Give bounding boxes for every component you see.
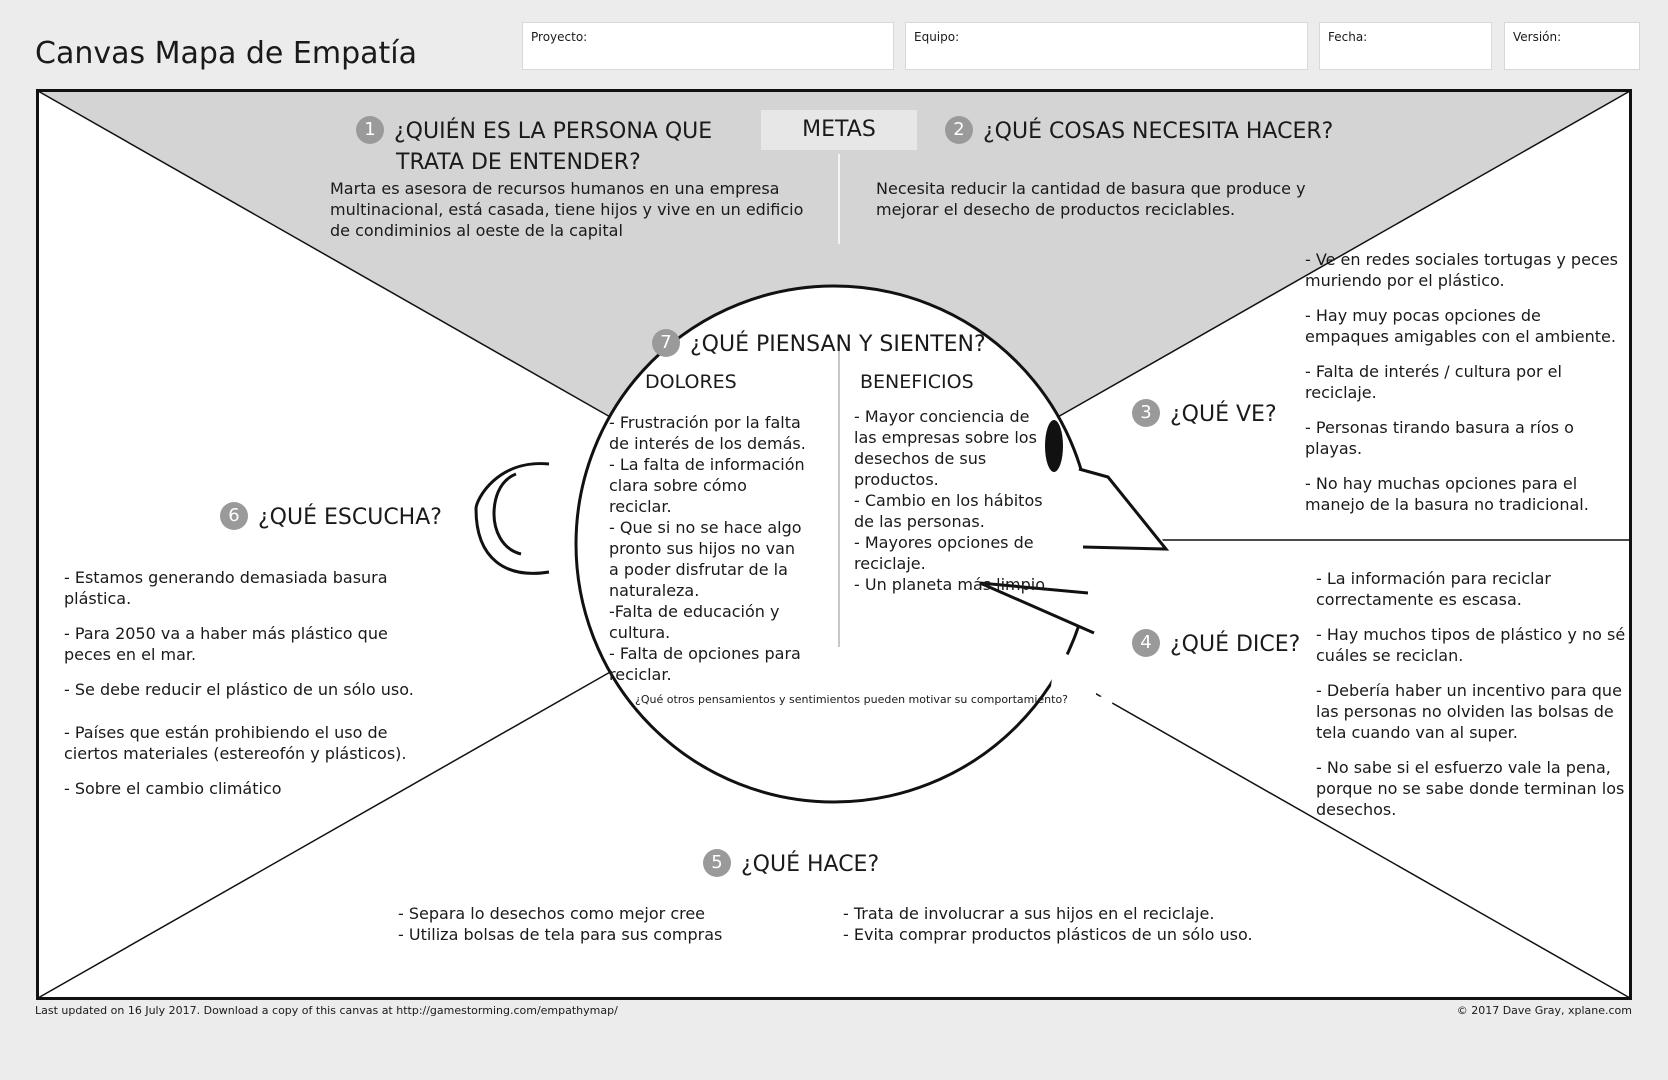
list-item: - Un planeta más limpio. [854,574,1054,595]
section-4-list: - La información para reciclar correctam… [1316,568,1626,834]
list-item: - Frustración por la falta de interés de… [609,412,809,454]
list-item: -Falta de educación y cultura. [609,601,809,643]
section-4-number: 4 [1132,629,1160,657]
page-title: Canvas Mapa de Empatía [35,36,417,71]
proyecto-field[interactable]: Proyecto: [522,22,894,70]
section-4-title-text: ¿QUÉ DICE? [1170,632,1300,657]
section-1-title-line1: ¿QUIÉN ES LA PERSONA QUE [394,119,712,144]
section-3-list: - Ve en redes sociales tortugas y peces … [1305,249,1620,529]
section-5-right-list: - Trata de involucrar a sus hijos en el … [843,903,1283,945]
section-2-title-text: ¿QUÉ COSAS NECESITA HACER? [983,119,1333,144]
section-1-number: 1 [356,116,384,144]
fecha-label: Fecha: [1328,30,1367,44]
metas-label: METAS [761,110,917,150]
equipo-label: Equipo: [914,30,959,44]
thoughts-question: ¿Qué otros pensamientos y sentimientos p… [635,693,1068,706]
list-item: - No sabe si el esfuerzo vale la pena, p… [1316,757,1626,820]
list-item: - Trata de involucrar a sus hijos en el … [843,903,1283,924]
section-2-number: 2 [945,116,973,144]
section-6-list: - Estamos generando demasiada basura plá… [64,567,434,814]
fecha-field[interactable]: Fecha: [1319,22,1492,70]
section-4-title: 4 ¿QUÉ DICE? [1132,630,1300,660]
list-item: - Países que están prohibiendo el uso de… [64,722,434,764]
list-item: - Personas tirando basura a ríos o playa… [1305,417,1620,459]
list-item: - No hay muchas opciones para el manejo … [1305,473,1620,515]
section-5-left-list: - Separa lo desechos como mejor cree - U… [398,903,778,945]
section-5-title-text: ¿QUÉ HACE? [741,852,879,877]
version-field[interactable]: Versión: [1504,22,1640,70]
footer-left: Last updated on 16 July 2017. Download a… [35,1004,618,1017]
list-item: - Mayor conciencia de las empresas sobre… [854,406,1054,490]
section-5-title: 5 ¿QUÉ HACE? [703,850,879,880]
beneficios-heading: BENEFICIOS [860,371,974,393]
section-5-number: 5 [703,849,731,877]
section-1-body: Marta es asesora de recursos humanos en … [330,178,810,241]
list-item: - Sobre el cambio climático [64,778,434,799]
section-3-title-text: ¿QUÉ VE? [1170,402,1277,427]
list-item: - Hay muy pocas opciones de empaques ami… [1305,305,1620,347]
list-item: - Separa lo desechos como mejor cree [398,903,778,924]
section-6-number: 6 [220,502,248,530]
section-3-number: 3 [1132,399,1160,427]
list-item: - La falta de información clara sobre có… [609,454,809,517]
section-1-title: 1 ¿QUIÉN ES LA PERSONA QUE [356,117,712,147]
list-item: - Mayores opciones de reciclaje. [854,532,1054,574]
list-item: - La información para reciclar correctam… [1316,568,1626,610]
list-item: - Que si no se hace algo pronto sus hijo… [609,517,809,601]
list-item: - Evita comprar productos plásticos de u… [843,924,1283,945]
list-item: - Debería haber un incentivo para que la… [1316,680,1626,743]
section-3-title: 3 ¿QUÉ VE? [1132,400,1277,430]
section-6-title-text: ¿QUÉ ESCUCHA? [258,505,442,530]
section-7-title: 7 ¿QUÉ PIENSAN Y SIENTEN? [652,330,986,360]
list-item: - Estamos generando demasiada basura plá… [64,567,434,609]
footer-right: © 2017 Dave Gray, xplane.com [1457,1004,1632,1017]
list-item: - Utiliza bolsas de tela para sus compra… [398,924,778,945]
list-item: - Se debe reducir el plástico de un sólo… [64,679,434,700]
list-item: - Para 2050 va a haber más plástico que … [64,623,434,665]
list-item: - Ve en redes sociales tortugas y peces … [1305,249,1620,291]
section-1-title-line2: TRATA DE ENTENDER? [396,148,641,178]
list-item: - Cambio en los hábitos de las personas. [854,490,1054,532]
section-7-title-text: ¿QUÉ PIENSAN Y SIENTEN? [690,332,986,357]
list-item: - Falta de interés / cultura por el reci… [1305,361,1620,403]
section-7-number: 7 [652,329,680,357]
list-item: - Hay muchos tipos de plástico y no sé c… [1316,624,1626,666]
dolores-heading: DOLORES [645,371,737,393]
proyecto-label: Proyecto: [531,30,587,44]
section-2-title: 2 ¿QUÉ COSAS NECESITA HACER? [945,117,1333,147]
dolores-list: - Frustración por la falta de interés de… [609,412,809,685]
list-item: - Falta de opciones para reciclar. [609,643,809,685]
version-label: Versión: [1513,30,1561,44]
section-6-title: 6 ¿QUÉ ESCUCHA? [220,503,442,533]
beneficios-list: - Mayor conciencia de las empresas sobre… [854,406,1054,595]
equipo-field[interactable]: Equipo: [905,22,1308,70]
section-2-body: Necesita reducir la cantidad de basura q… [876,178,1316,220]
